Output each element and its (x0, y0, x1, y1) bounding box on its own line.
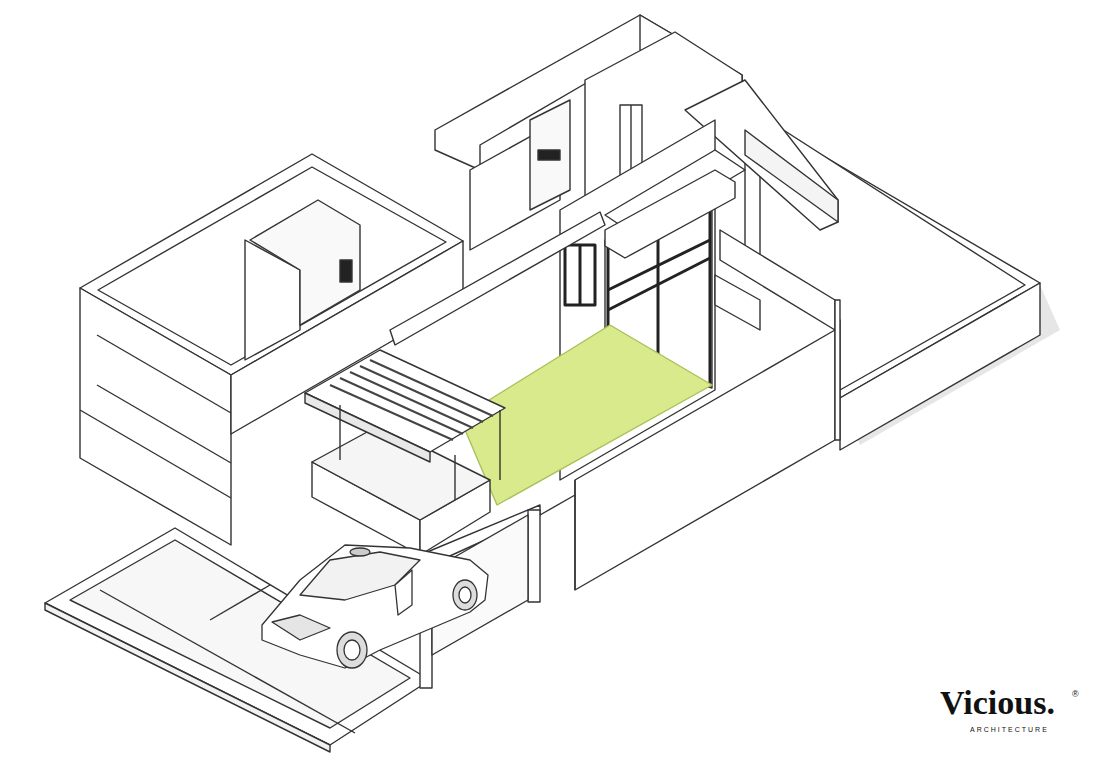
brand-wordmark: Vicious. (940, 684, 1055, 721)
brand-subtitle: ARCHITECTURE (970, 726, 1049, 734)
registered-mark: ® (1072, 690, 1079, 700)
